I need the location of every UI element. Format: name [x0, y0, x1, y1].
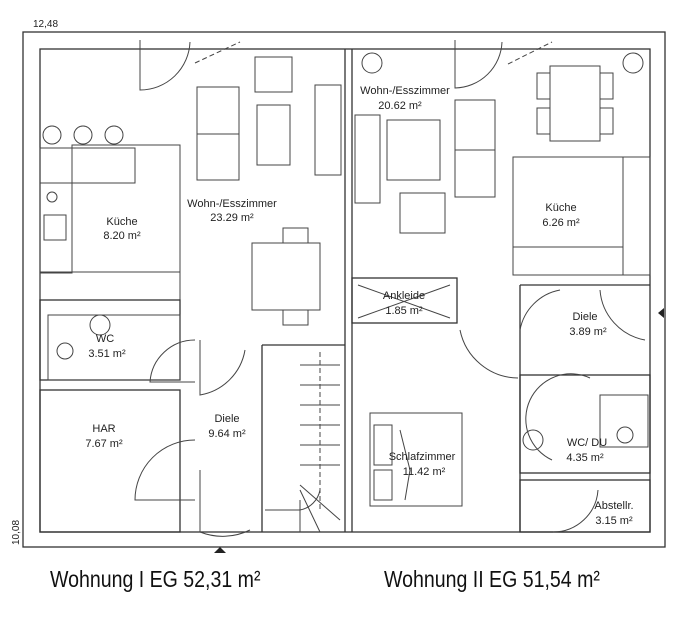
- room-area: 20.62 m²: [378, 100, 422, 112]
- room-name: Abstellr.: [594, 500, 633, 512]
- room-area: 3.15 m²: [595, 515, 633, 527]
- bedroom: [369, 412, 463, 507]
- room-area: 9.64 m²: [208, 428, 246, 440]
- dimension-height: 10,08: [11, 520, 22, 545]
- room-label-ankleide: Ankleide 1.85 m²: [383, 290, 425, 317]
- room-area: 8.20 m²: [103, 230, 141, 242]
- room-label-diele-left: Diele 9.64 m²: [208, 413, 246, 440]
- room-name: WC/ DU: [567, 437, 607, 449]
- room-name: Diele: [572, 311, 597, 323]
- outer-walls: [22, 31, 666, 548]
- room-area: 3.89 m²: [569, 326, 607, 338]
- room-name: Diele: [214, 413, 239, 425]
- room-label-kueche-right: Küche 6.26 m²: [542, 202, 580, 229]
- room-label-abstellraum: Abstellr. 3.15 m²: [594, 500, 633, 527]
- room-label-har: HAR 7.67 m²: [85, 423, 123, 450]
- room-name: WC: [96, 333, 114, 345]
- room-label-wohn-left: Wohn-/Esszimmer 23.29 m²: [187, 198, 277, 224]
- kitchen-right: [512, 156, 651, 276]
- room-label-kueche-left: Küche 8.20 m²: [103, 216, 141, 242]
- ankleide: [351, 277, 458, 324]
- wc-du: [519, 373, 651, 474]
- room-area: 11.42 m²: [403, 466, 446, 478]
- kitchen-left: [39, 125, 181, 301]
- room-label-wc-left: WC 3.51 m²: [88, 333, 126, 360]
- living-furniture-left: [196, 56, 342, 326]
- room-label-wohn-right: Wohn-/Esszimmer 20.62 m²: [360, 85, 450, 112]
- room-name: Schlafzimmer: [389, 451, 456, 463]
- diele-right: [459, 284, 664, 532]
- room-area: 3.51 m²: [88, 348, 126, 360]
- entrance-marker-right: [658, 308, 664, 318]
- apartment-title-2: Wohnung II EG 51,54 m²: [384, 566, 600, 592]
- room-label-wc-du: WC/ DU 4.35 m²: [566, 437, 607, 464]
- abstellraum: [519, 479, 651, 533]
- room-area: 4.35 m²: [566, 452, 604, 464]
- room-label-schlafzimmer: Schlafzimmer 11.42 m²: [389, 451, 456, 478]
- room-area: 7.67 m²: [85, 438, 123, 450]
- room-name: HAR: [92, 423, 115, 435]
- staircase: [265, 352, 341, 533]
- room-name: Küche: [545, 202, 576, 214]
- har-room: [39, 389, 181, 533]
- room-name: Wohn-/Esszimmer: [360, 85, 450, 97]
- dimension-width: 12,48: [33, 19, 58, 30]
- living-furniture-right: [354, 52, 644, 234]
- entrance-marker-left: [214, 547, 226, 553]
- room-label-diele-right: Diele 3.89 m²: [569, 311, 607, 338]
- apartment-title-1: Wohnung I EG 52,31 m²: [50, 566, 261, 592]
- balcony-door-left: [139, 40, 241, 91]
- room-area: 1.85 m²: [385, 305, 423, 317]
- room-name: Ankleide: [383, 290, 425, 302]
- room-name: Küche: [106, 216, 137, 228]
- room-name: Wohn-/Esszimmer: [187, 198, 277, 210]
- room-area: 6.26 m²: [542, 217, 580, 229]
- wc-left: [39, 299, 181, 381]
- diele-left: [134, 339, 345, 537]
- balcony-door-right: [454, 40, 553, 89]
- room-area: 23.29 m²: [210, 212, 254, 224]
